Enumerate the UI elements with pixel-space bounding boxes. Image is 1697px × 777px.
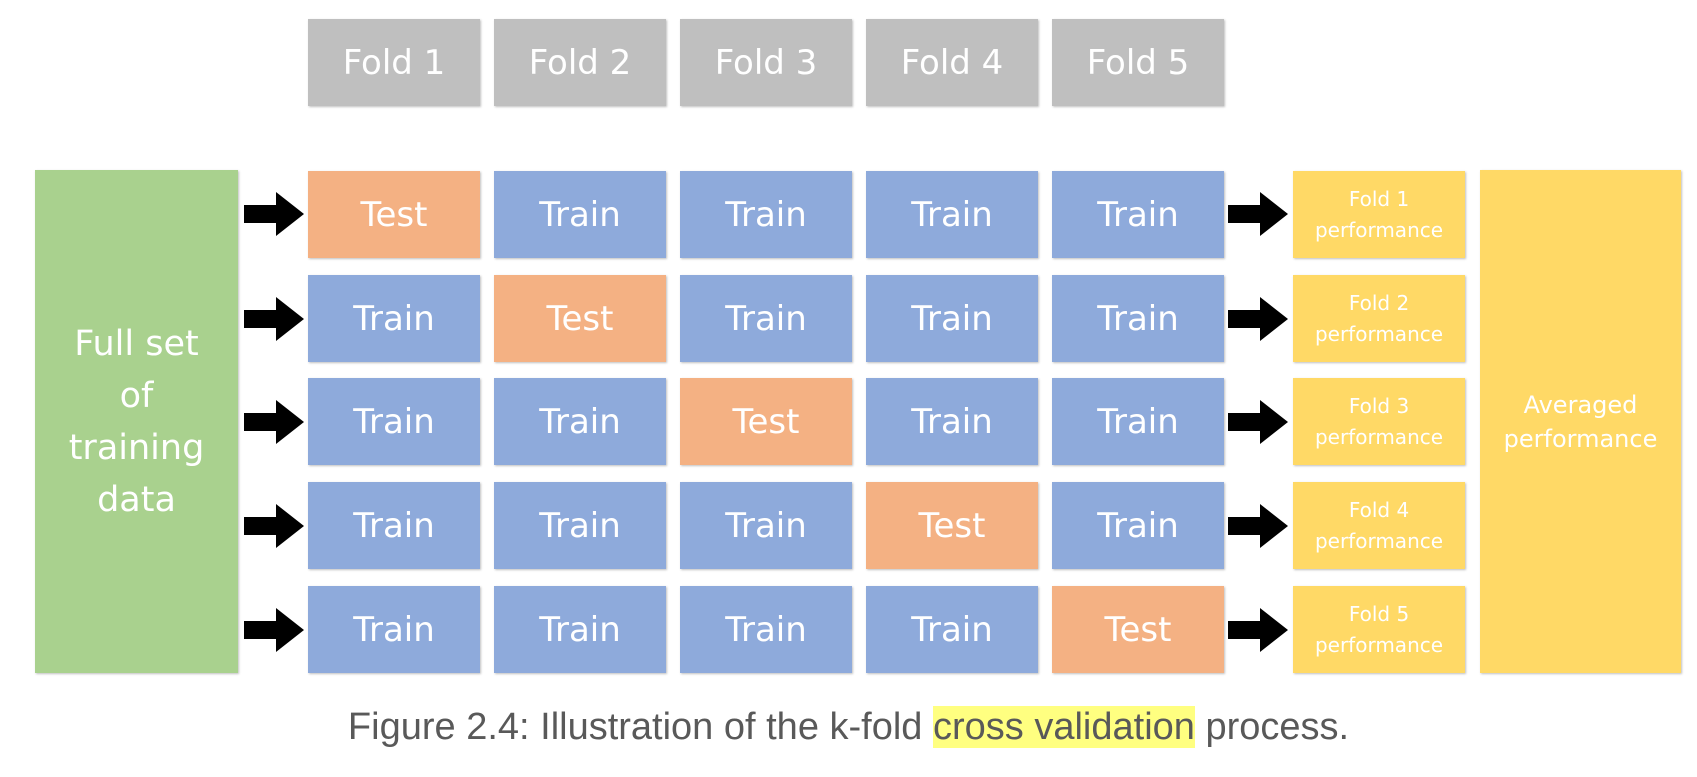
fold-performance-3: Fold 3 performance: [1293, 378, 1465, 465]
fold-cell-r1-c4: Train: [866, 171, 1038, 258]
arrow-right-icon: [244, 504, 304, 548]
fold-cell-r1-c2: Train: [494, 171, 666, 258]
caption-text-after: process.: [1194, 706, 1350, 748]
fold-header-4: Fold 4: [866, 19, 1038, 106]
arrow-right-icon: [1228, 608, 1288, 652]
fold-cell-r4-c4: Test: [866, 482, 1038, 569]
fold-cell-r5-c4: Train: [866, 586, 1038, 673]
full-training-set-box: Full set of training data: [35, 170, 238, 673]
arrow-right-icon: [244, 192, 304, 236]
fold-cell-r4-c5: Train: [1052, 482, 1224, 569]
fold-cell-r1-c1: Test: [308, 171, 480, 258]
fold-performance-1: Fold 1 performance: [1293, 171, 1465, 258]
averaged-performance-box: Averaged performance: [1480, 170, 1681, 673]
fold-cell-r2-c5: Train: [1052, 275, 1224, 362]
figure-caption: Figure 2.4: Illustration of the k-fold c…: [0, 706, 1697, 749]
fold-cell-r3-c2: Train: [494, 378, 666, 465]
fold-cell-r2-c3: Train: [680, 275, 852, 362]
arrow-right-icon: [244, 608, 304, 652]
fold-cell-r2-c4: Train: [866, 275, 1038, 362]
arrow-right-icon: [1228, 504, 1288, 548]
fold-cell-r1-c3: Train: [680, 171, 852, 258]
fold-cell-r3-c1: Train: [308, 378, 480, 465]
fold-cell-r5-c3: Train: [680, 586, 852, 673]
arrow-right-icon: [1228, 297, 1288, 341]
fold-header-5: Fold 5: [1052, 19, 1224, 106]
fold-cell-r3-c4: Train: [866, 378, 1038, 465]
fold-cell-r2-c1: Train: [308, 275, 480, 362]
arrow-right-icon: [1228, 400, 1288, 444]
fold-cell-r5-c2: Train: [494, 586, 666, 673]
fold-cell-r5-c1: Train: [308, 586, 480, 673]
fold-cell-r1-c5: Train: [1052, 171, 1224, 258]
arrow-right-icon: [244, 400, 304, 444]
caption-highlight: cross validation: [933, 706, 1195, 748]
caption-text-before: Figure 2.4: Illustration of the k-fold: [347, 706, 933, 748]
fold-cell-r4-c3: Train: [680, 482, 852, 569]
fold-performance-5: Fold 5 performance: [1293, 586, 1465, 673]
fold-cell-r4-c1: Train: [308, 482, 480, 569]
arrow-right-icon: [1228, 192, 1288, 236]
fold-performance-2: Fold 2 performance: [1293, 275, 1465, 362]
fold-header-2: Fold 2: [494, 19, 666, 106]
fold-performance-4: Fold 4 performance: [1293, 482, 1465, 569]
fold-header-3: Fold 3: [680, 19, 852, 106]
fold-cell-r4-c2: Train: [494, 482, 666, 569]
arrow-right-icon: [244, 297, 304, 341]
fold-cell-r2-c2: Test: [494, 275, 666, 362]
fold-cell-r3-c5: Train: [1052, 378, 1224, 465]
fold-header-1: Fold 1: [308, 19, 480, 106]
fold-cell-r3-c3: Test: [680, 378, 852, 465]
fold-cell-r5-c5: Test: [1052, 586, 1224, 673]
